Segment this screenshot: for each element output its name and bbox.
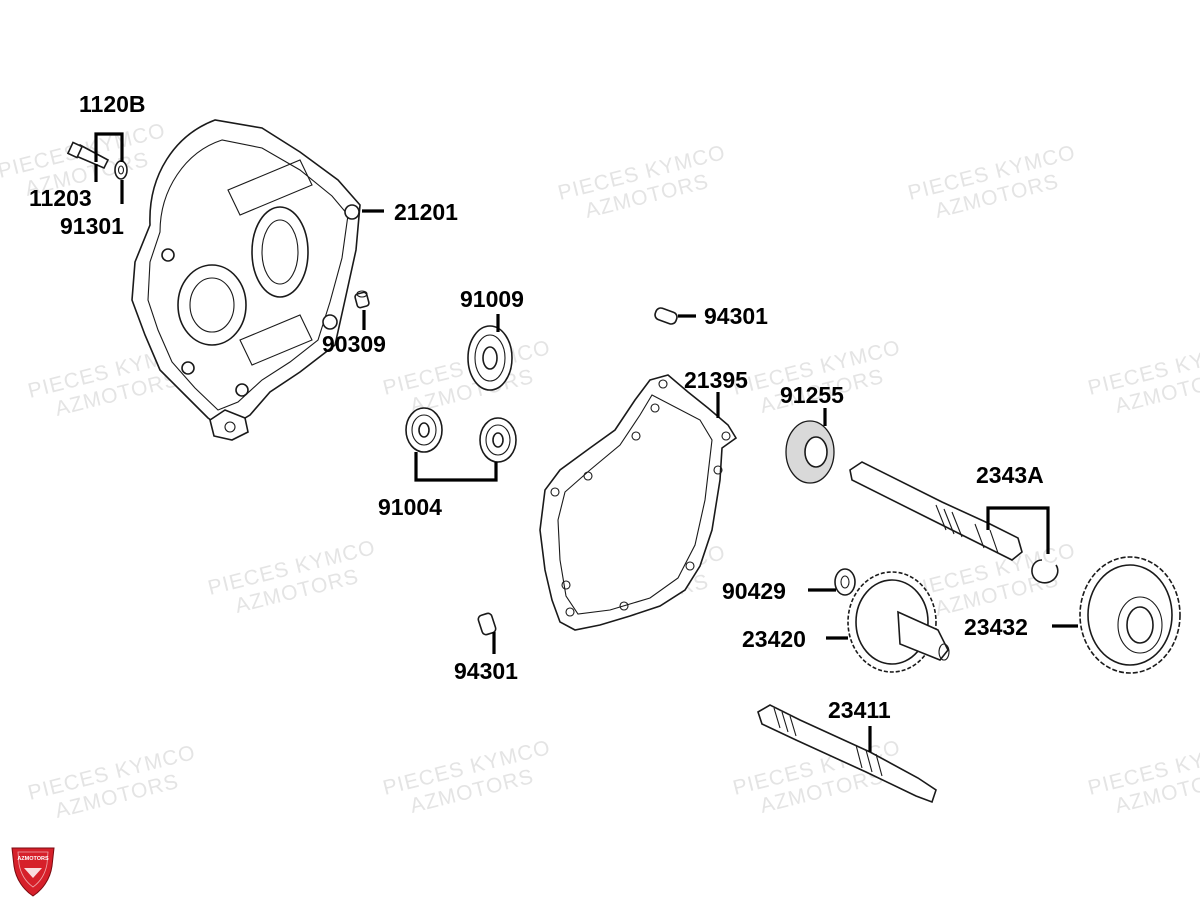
callout-91255: 91255	[780, 382, 844, 408]
shaft-23411	[757, 704, 937, 804]
gasket-21395	[539, 374, 738, 631]
watermark: PIECES KYMCO AZMOTORS	[731, 336, 903, 418]
callout-90429: 90429	[722, 578, 786, 604]
callout-94301-top: 94301	[704, 303, 768, 329]
transmission-cover-21201	[131, 119, 361, 441]
washer-90429	[834, 568, 856, 596]
gear-23420	[847, 571, 950, 673]
leader-91004	[414, 452, 498, 482]
callout-91004: 91004	[378, 494, 442, 520]
dowel-94301-bottom	[477, 612, 497, 636]
bearing-91004-left	[405, 407, 443, 453]
watermark: PIECES KYMCO AZMOTORS	[1086, 336, 1200, 418]
callout-21395: 21395	[684, 367, 748, 393]
watermark: PIECES KYMCO AZMOTORS	[906, 141, 1078, 223]
bearing-91009	[467, 325, 513, 391]
logo-text: AZMOTORS	[17, 856, 49, 862]
dowel-90309	[354, 290, 370, 309]
watermark: PIECES KYMCO AZMOTORS	[381, 736, 553, 818]
callout-11203: 11203	[29, 185, 92, 211]
shaft-2343A	[849, 461, 1023, 561]
watermark: PIECES KYMCO AZMOTORS	[206, 536, 378, 618]
callout-90309: 90309	[322, 331, 386, 357]
callout-23432: 23432	[964, 614, 1028, 640]
callout-91009: 91009	[460, 286, 524, 312]
circlip-2343A	[1031, 559, 1059, 584]
gear-23432	[1079, 556, 1181, 674]
watermark: PIECES KYMCO AZMOTORS	[1086, 736, 1200, 818]
leader-2343A	[986, 506, 1050, 554]
leader-lines	[94, 132, 1078, 752]
bearing-91004-right	[479, 417, 517, 463]
bolt-11203	[66, 141, 110, 170]
callout-23411: 23411	[828, 697, 891, 723]
azmotors-logo: AZMOTORS	[11, 847, 55, 897]
washer-91301	[114, 160, 128, 180]
oil-seal-91255	[785, 420, 835, 484]
callout-91301: 91301	[60, 213, 124, 239]
callout-2343A: 2343A	[976, 462, 1044, 488]
callout-1120B: 1120B	[79, 91, 146, 117]
callout-94301-bottom: 94301	[454, 658, 518, 684]
callout-23420: 23420	[742, 626, 806, 652]
dowel-94301-top	[654, 307, 678, 325]
callout-21201: 21201	[394, 199, 458, 225]
leader-1120B	[94, 132, 124, 162]
watermark: PIECES KYMCO AZMOTORS	[26, 741, 198, 823]
callout-labels: 1120B 11203 91301 21201 90309 91009 9100…	[29, 91, 1044, 723]
watermark: PIECES KYMCO AZMOTORS	[556, 141, 728, 223]
